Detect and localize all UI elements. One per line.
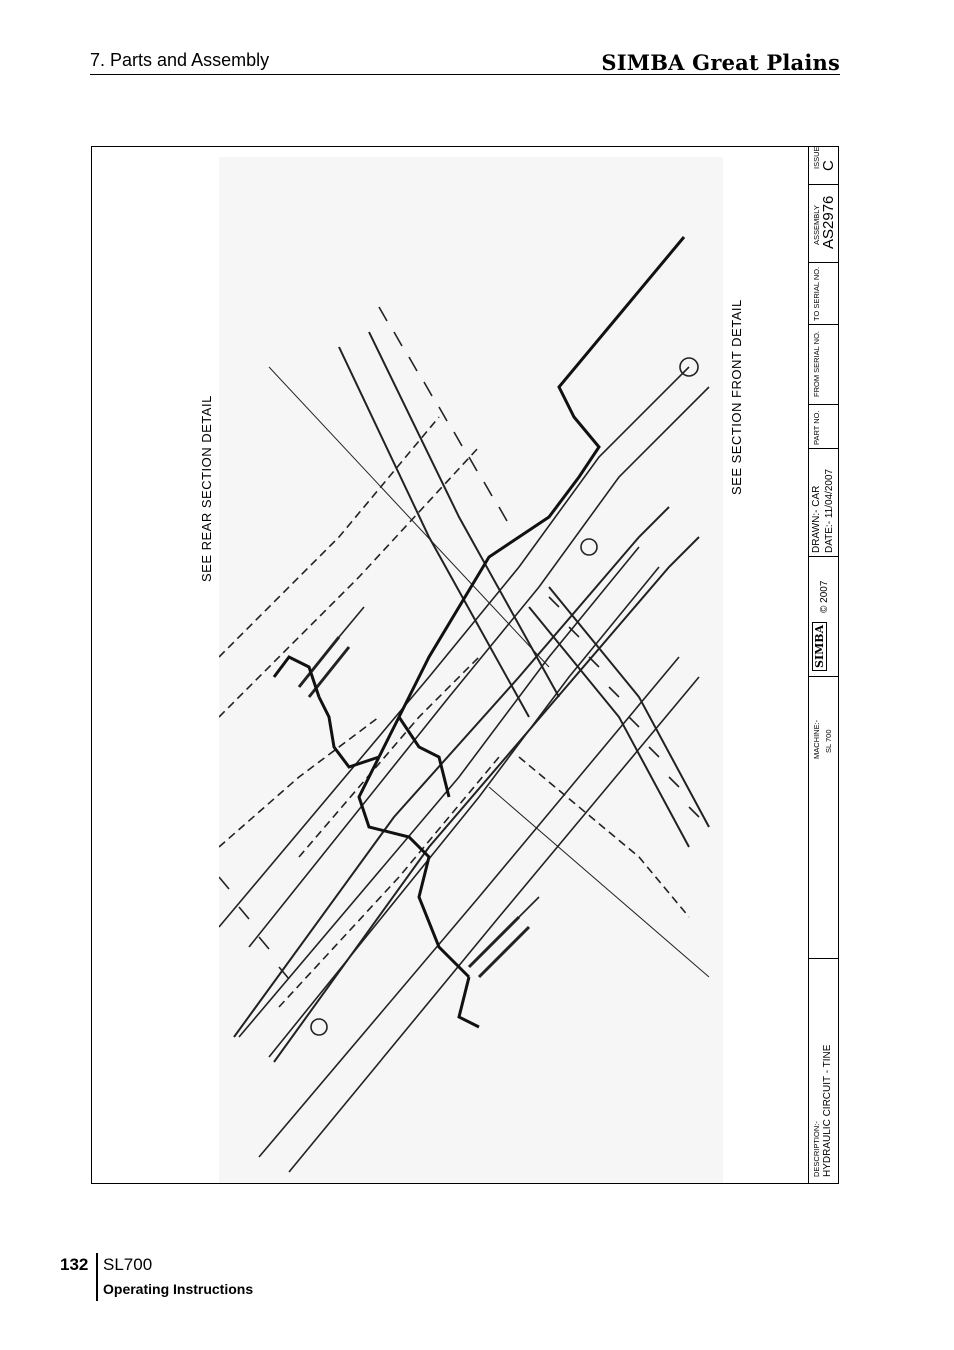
tb-drawn-label: DRAWN:- CAR	[811, 485, 822, 553]
tb-logo-cell: SIMBA © 2007	[809, 557, 838, 677]
tb-part-no-label: PART NO.	[812, 410, 821, 445]
drawing-frame: SEE REAR SECTION DETAIL SEE SECTION FRON…	[91, 146, 839, 1184]
footer-subtitle: Operating Instructions	[103, 1281, 254, 1297]
label-rear-section-detail: SEE REAR SECTION DETAIL	[199, 395, 214, 582]
tb-from-serial-label: FROM SERIAL NO.	[812, 331, 821, 397]
tb-description-cell: DESCRIPTION:- HYDRAULIC CIRCUIT - TINE	[809, 959, 838, 1183]
tb-machine-cell: MACHINE:- SL 700	[809, 677, 838, 959]
hydraulic-circuit-drawing	[219, 236, 710, 1173]
header-section-title: 7. Parts and Assembly	[90, 50, 270, 70]
brand-logo: SIMBA Great Plains	[601, 50, 840, 75]
tb-to-serial-cell: TO SERIAL NO.	[809, 263, 838, 325]
tb-to-serial-label: TO SERIAL NO.	[812, 266, 821, 321]
tb-copyright: © 2007	[819, 580, 830, 613]
label-front-section-detail: SEE SECTION FRONT DETAIL	[729, 299, 744, 495]
simba-logo: SIMBA	[812, 621, 827, 671]
tb-assembly-value: AS2976	[820, 195, 837, 249]
tb-from-serial-cell: FROM SERIAL NO.	[809, 325, 838, 405]
tb-issue-value: C	[820, 160, 837, 171]
tb-description-label: DESCRIPTION:-	[812, 1121, 821, 1177]
tb-machine-label: MACHINE:-	[812, 719, 821, 759]
tb-issue-cell: ISSUE C	[809, 147, 838, 185]
footer-model: SL700	[103, 1255, 153, 1274]
drawing-area: SEE REAR SECTION DETAIL SEE SECTION FRON…	[199, 157, 744, 1183]
tb-description-value: HYDRAULIC CIRCUIT - TINE	[822, 1044, 833, 1177]
tb-assembly-cell: ASSEMBLY AS2976	[809, 185, 838, 263]
tb-date-label: DATE:- 11/04/2007	[824, 468, 835, 553]
tb-part-no-cell: PART NO.	[809, 405, 838, 449]
tb-drawn-cell: DRAWN:- CAR DATE:- 11/04/2007	[809, 449, 838, 557]
header-rule	[90, 74, 840, 75]
tb-machine-value: SL 700	[824, 729, 833, 754]
footer-divider	[96, 1253, 98, 1301]
title-block: ISSUE C ASSEMBLY AS2976 TO SERIAL NO. FR…	[808, 147, 838, 1183]
page-number: 132	[60, 1255, 89, 1274]
